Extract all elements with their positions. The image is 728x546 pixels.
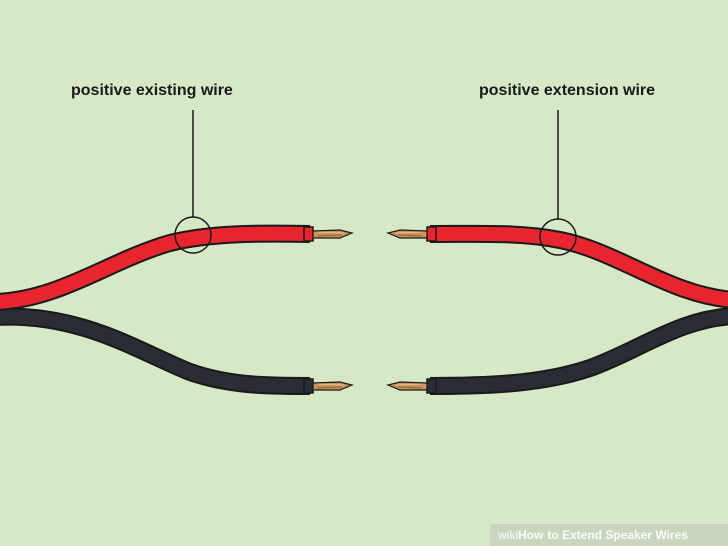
extension-black-strands: [386, 381, 428, 391]
watermark-brand-how: How: [518, 528, 544, 542]
existing-wire-group: [0, 110, 354, 395]
watermark-brand-wiki: wiki: [498, 528, 518, 542]
extension-callout-circle: [539, 218, 577, 256]
extension-red-strands: [386, 229, 428, 239]
extension-wire-group: [386, 110, 728, 395]
watermark-title: to Extend Speaker Wires: [547, 528, 688, 542]
existing-callout-circle: [174, 216, 212, 254]
existing-red-strands: [312, 229, 354, 239]
label-positive-extension-wire: positive extension wire: [479, 82, 656, 99]
existing-black-strands: [312, 381, 354, 391]
label-positive-existing-wire: positive existing wire: [71, 82, 233, 99]
